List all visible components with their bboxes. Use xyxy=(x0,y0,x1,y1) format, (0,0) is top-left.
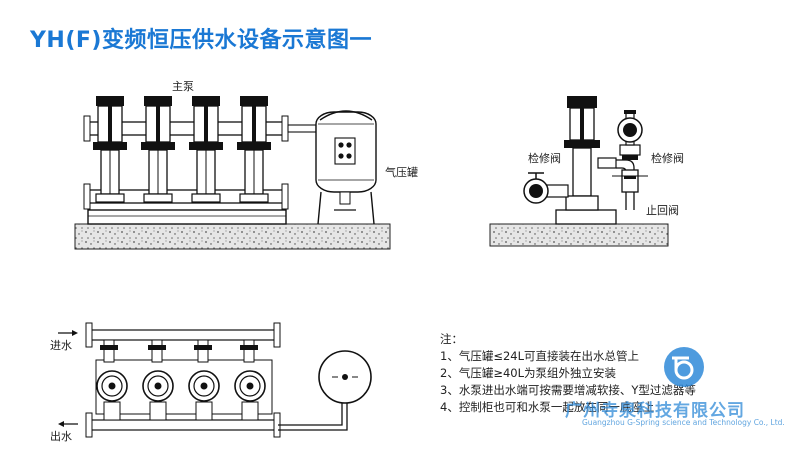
pressure-tank xyxy=(315,110,377,225)
water-in-arrow-icon xyxy=(58,330,78,336)
check-valve-label: 止回阀 xyxy=(646,203,679,217)
main-pump-4 xyxy=(237,96,271,203)
inspection-valve-left xyxy=(523,172,549,204)
front-view: 主泵 气压罐 xyxy=(74,80,418,250)
inspection-valve-right-label: 检修阀 xyxy=(651,151,684,165)
top-view-pump-3 xyxy=(188,339,220,421)
tank-connection-pipe xyxy=(287,124,317,133)
outlet-main-pipe xyxy=(89,419,279,431)
page-title: YH(F)变频恒压供水设备示意图一 xyxy=(30,28,372,53)
inlet-main-pipe xyxy=(89,329,279,341)
concrete-base-left xyxy=(74,223,391,250)
note-item-4: 4、控制柜也可和水泵一起放在同一底座上 xyxy=(440,400,655,414)
pressure-tank-label: 气压罐 xyxy=(385,165,418,179)
main-pump-1 xyxy=(93,96,127,203)
pump-skid-base xyxy=(87,209,287,225)
top-view-pump-1 xyxy=(96,339,128,421)
note-item-1: 1、气压罐≤24L可直接装在出水总管上 xyxy=(440,349,639,363)
notes-heading: 注： xyxy=(440,332,463,346)
side-pump xyxy=(564,96,600,211)
water-out-label: 出水 xyxy=(50,429,72,443)
notes-panel: 注： 1、气压罐≤24L可直接装在出水总管上 2、气压罐≥40L为泵组外独立安装… xyxy=(440,331,696,416)
main-pump-label: 主泵 xyxy=(172,80,194,93)
top-view-pump-2 xyxy=(142,339,174,421)
company-name-cn: 广州寺泉科技有限公司 xyxy=(565,401,745,421)
note-item-3: 3、水泵进出水端可按需要增减软接、Y型过滤器等 xyxy=(440,383,696,397)
side-view: 检修阀 检修阀 止回阀 xyxy=(489,96,684,247)
check-valve xyxy=(621,169,639,193)
inspection-valve-right xyxy=(617,110,643,143)
note-item-2: 2、气压罐≥40L为泵组外独立安装 xyxy=(440,366,616,380)
main-pump-3 xyxy=(189,96,223,203)
inspection-valve-left-label: 检修阀 xyxy=(528,151,561,165)
water-out-arrow-icon xyxy=(58,421,78,427)
company-logo-icon xyxy=(664,347,704,387)
water-in-label: 进水 xyxy=(50,339,72,352)
top-view-pressure-tank xyxy=(318,350,372,404)
concrete-base-right xyxy=(489,223,669,247)
tank-feed-pipe xyxy=(278,402,343,426)
top-view: 进水 出水 xyxy=(50,322,372,443)
main-pump-2 xyxy=(141,96,175,203)
top-view-pump-4 xyxy=(234,339,266,421)
company-name-en: Guangzhou G-Spring science and Technolog… xyxy=(582,418,785,427)
